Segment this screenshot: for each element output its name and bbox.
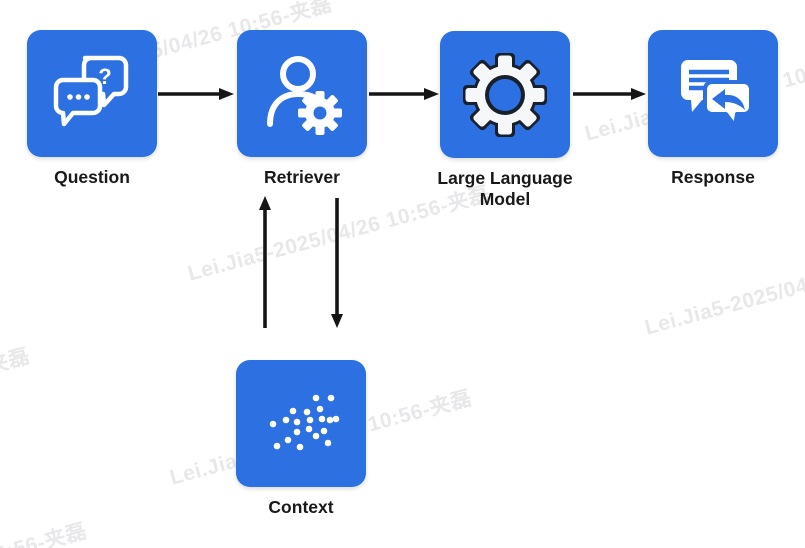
retriever-tile [237, 30, 367, 157]
arrow-question-to-retriever [158, 88, 234, 100]
gear-icon [463, 52, 547, 137]
node-retriever: Retriever [237, 30, 367, 187]
question-tile: ? [27, 30, 157, 157]
watermark-text: Lei.Jia5-2025/04/26 10:56-夹磊 [0, 344, 33, 448]
watermark-text: Lei.Jia5-2025/04/26 10:56-夹磊 [0, 515, 90, 548]
node-context: Context [236, 360, 366, 517]
arrow-llm-to-response [573, 88, 646, 100]
scatter-dots-icon [269, 394, 340, 451]
node-label-context: Context [268, 497, 334, 517]
node-response: Response [648, 30, 778, 187]
reply-bubbles-icon [681, 59, 753, 128]
arrow-retriever-to-llm [369, 88, 439, 100]
llm-tile [440, 31, 570, 158]
arrow-retriever-to-context [331, 198, 343, 328]
node-label-response: Response [671, 167, 755, 187]
response-tile [648, 30, 778, 157]
node-question: ? Question [27, 30, 157, 187]
arrow-context-to-retriever [259, 196, 271, 328]
watermark-text: Lei.Jia5-2025/04/26 10:56-夹磊 [642, 237, 805, 340]
context-tile [236, 360, 366, 487]
node-label-llm: Large Language Model [437, 168, 573, 210]
node-llm: Large Language Model [437, 31, 573, 209]
question-bubbles-icon: ? [53, 55, 129, 126]
person-gear-icon [267, 55, 342, 135]
node-label-question: Question [54, 167, 130, 187]
node-label-retriever: Retriever [264, 167, 340, 187]
svg-text:?: ? [98, 64, 111, 89]
